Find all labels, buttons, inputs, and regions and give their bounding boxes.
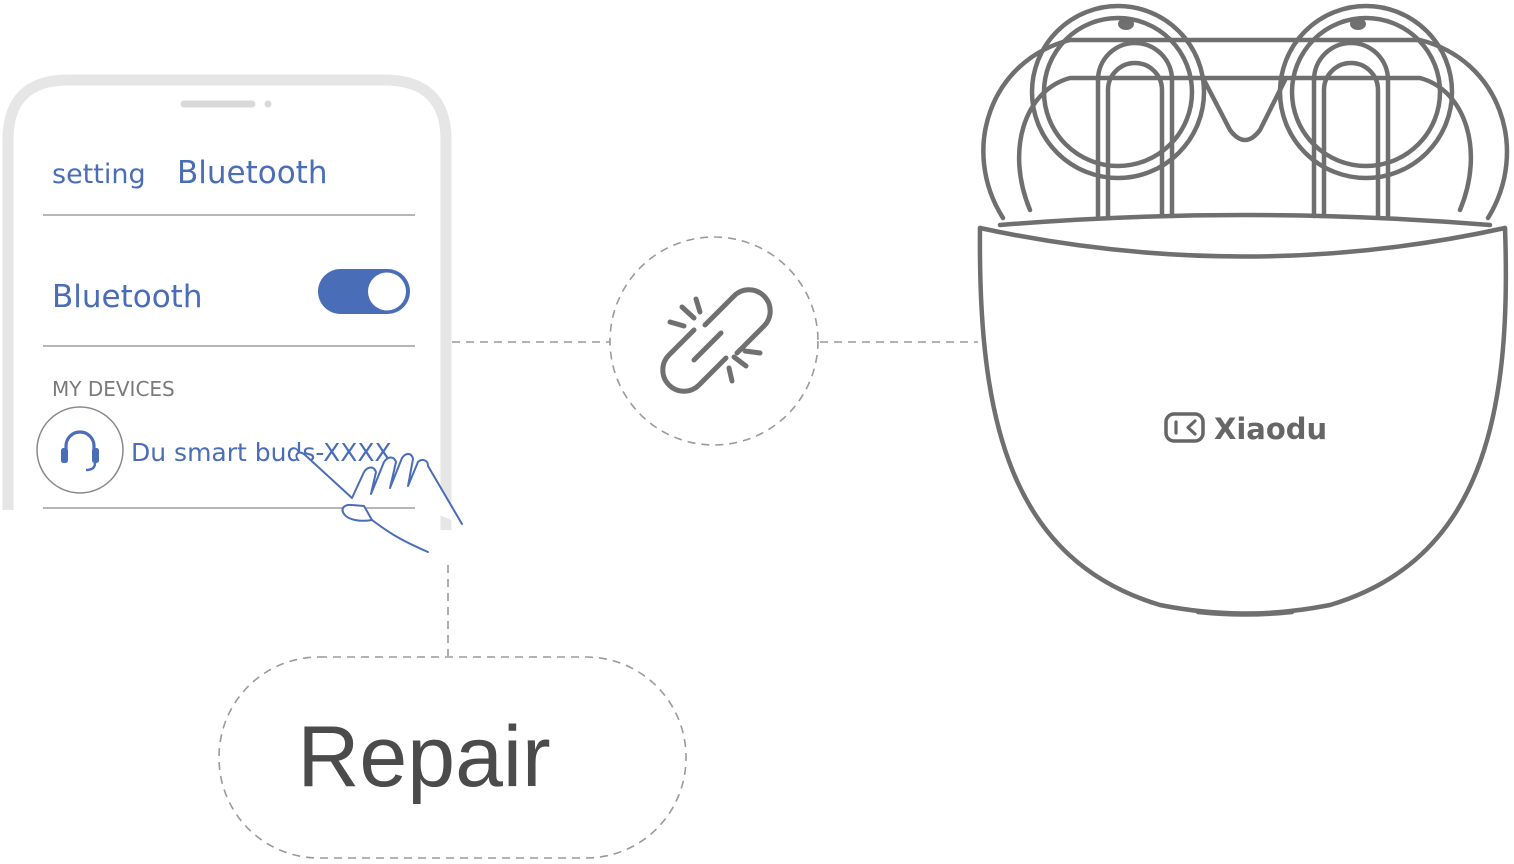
brand-name: Xiaodu xyxy=(1214,412,1327,446)
hand-pointer-icon xyxy=(295,451,463,553)
headset-icon xyxy=(61,430,99,472)
case-rim-back xyxy=(997,212,1493,228)
broken-link-badge xyxy=(609,236,819,446)
phone-frame xyxy=(2,74,452,530)
device-avatar xyxy=(36,406,124,494)
repair-button-border xyxy=(218,656,687,859)
right-earbud xyxy=(1277,3,1455,219)
page-title: Bluetooth xyxy=(177,155,328,191)
broken-link-icon xyxy=(660,287,773,394)
link-badge-border xyxy=(609,236,819,446)
case-lid-inner xyxy=(1016,75,1474,213)
left-earbud xyxy=(1029,3,1207,219)
back-button[interactable]: setting xyxy=(52,159,146,190)
bluetooth-label: Bluetooth xyxy=(52,279,203,315)
repair-action[interactable]: Repair xyxy=(218,656,687,859)
case-center-divider xyxy=(1201,77,1288,143)
section-header: MY DEVICES xyxy=(52,377,175,401)
repair-button-label: Repair xyxy=(297,709,550,805)
device-name: Du smart buds-XXXX xyxy=(131,438,392,467)
earbuds-case: Xiaodu xyxy=(977,3,1510,617)
case-rim-front xyxy=(977,225,1508,259)
phone: setting Bluetooth Bluetooth MY DEVICES D… xyxy=(2,74,452,530)
phone-camera xyxy=(264,100,272,108)
case-bottom-seam xyxy=(1195,609,1295,617)
device-list-item[interactable]: Du smart buds-XXXX xyxy=(36,406,392,494)
bluetooth-toggle[interactable] xyxy=(318,269,410,314)
connector-lines xyxy=(447,341,978,656)
xiaodu-logo-icon xyxy=(1164,412,1205,443)
case-lid-outer xyxy=(981,37,1510,221)
